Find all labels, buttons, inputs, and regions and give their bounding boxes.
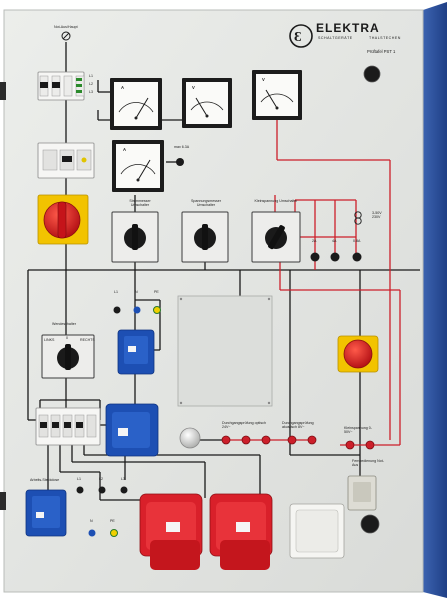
bottom-l3-label: L3: [121, 477, 125, 481]
emergency-stop-button[interactable]: [337, 335, 379, 373]
brand-name: ELEKTRA: [316, 21, 380, 35]
meter-unit-1: A: [121, 85, 125, 90]
bottom-terminal-n[interactable]: [88, 529, 96, 537]
indicator-lamp: [179, 427, 201, 449]
arbeits-steckdose-label: Arbeits-Steckdose: [30, 478, 60, 482]
model-label: Prüftafel PST 1: [367, 49, 396, 54]
meter-unit-2: V: [192, 85, 195, 90]
test-sockets-red[interactable]: [221, 435, 375, 450]
schuko-socket[interactable]: [289, 503, 345, 559]
spannungsmesser-switch[interactable]: [181, 211, 229, 263]
mcb-block-top[interactable]: [37, 71, 85, 101]
main-switch[interactable]: [37, 194, 89, 245]
amp-label-4a: 4A: [332, 239, 337, 243]
bottom-terminal-l2[interactable]: [98, 486, 106, 494]
hinge-bottom: [0, 492, 6, 510]
mcb-block-bottom[interactable]: [35, 407, 101, 446]
terminal-pe-label: PE: [154, 290, 159, 294]
durchgang-optisch-label: Durchgangsprüfung optisch 24V~: [222, 421, 266, 429]
rcd-device[interactable]: [37, 142, 95, 179]
amp-label-2a: 2A: [312, 239, 317, 243]
fuse-2a[interactable]: [310, 252, 320, 262]
fuse-knob-top[interactable]: [363, 65, 381, 83]
kleinspannung-switch[interactable]: [251, 211, 301, 263]
terminal-n-label: N: [135, 290, 138, 294]
wende-rechts-label: RECHTS: [80, 338, 95, 342]
strommesser-label: Strommesser Umschalter: [129, 199, 151, 207]
phase-l1-label: L1: [89, 74, 93, 78]
wendeschalter-switch[interactable]: [41, 334, 95, 379]
main-isolator-symbol-icon: [61, 31, 71, 41]
amp-label-08a: 0.8A: [353, 239, 361, 243]
brand-tagline: SCHALTGERÄTE: [318, 36, 353, 40]
svg-text:Ɛ: Ɛ: [294, 30, 301, 45]
wende-links-label: LINKS: [44, 338, 55, 342]
terminal-l1-label: L1: [114, 290, 118, 294]
bottom-terminal-l3[interactable]: [120, 486, 128, 494]
bottom-n-label: N: [90, 519, 93, 523]
bottom-l2-label: L2: [99, 477, 103, 481]
black-wiring: [27, 42, 420, 501]
cee-socket-blue-bottom[interactable]: [25, 489, 67, 537]
not-aus-label: Not-Aus/Haupt: [54, 25, 78, 29]
max-current-label: max 6.3A: [174, 145, 190, 149]
durchgang-akustisch-label: Durchgangsprüfung akustisch 8V~: [282, 421, 314, 429]
bottom-l1-label: L1: [77, 477, 81, 481]
strommesser-switch[interactable]: [111, 211, 159, 263]
voltage-range-label: 3-50V 230V: [372, 211, 382, 219]
cee-socket-red-2[interactable]: [209, 493, 273, 570]
brand-location: THALSTECHEN: [369, 36, 401, 40]
cee-socket-blue-mid[interactable]: [117, 329, 155, 375]
phase-l3-label: L3: [89, 90, 93, 94]
bottom-terminal-l1[interactable]: [76, 486, 84, 494]
meter-unit-3: V: [262, 77, 265, 82]
cee-socket-red-1[interactable]: [139, 493, 203, 570]
bottom-terminal-pe[interactable]: [110, 529, 118, 537]
kleinspannung-out-label: Kleinspannung 0-50V~: [344, 426, 372, 434]
hinge-top: [0, 82, 6, 100]
voltmeter-top-2: [252, 70, 302, 120]
fuse-08a[interactable]: [352, 252, 362, 262]
wende-zero-label: 0: [66, 336, 68, 340]
kleinspannung-umschalter-label: Kleinspannung Umschalter: [254, 199, 298, 203]
fuse-knob-bottom[interactable]: [360, 514, 380, 534]
fuse-terminal[interactable]: [176, 158, 184, 166]
phase-l2-label: L2: [89, 82, 93, 86]
fuse-4a[interactable]: [330, 252, 340, 262]
transformer-icon: [354, 211, 362, 225]
terminal-pe[interactable]: [153, 306, 161, 314]
terminal-l1[interactable]: [113, 306, 121, 314]
blank-cover-plate: [177, 295, 273, 407]
brand-logo: Ɛ: [289, 24, 313, 48]
ammeter-top: [110, 78, 162, 130]
voltmeter-top-1: [182, 78, 232, 128]
fernbedienung-label: Fernbedienung Not-Aus: [352, 459, 384, 467]
wendeschalter-label: Wendeschalter: [52, 322, 76, 326]
remote-emergency-connector[interactable]: [347, 475, 377, 511]
bottom-pe-label: PE: [110, 519, 115, 523]
cee-socket-blue-large[interactable]: [105, 403, 159, 457]
terminal-n[interactable]: [133, 306, 141, 314]
meter-unit-4: A: [123, 147, 127, 152]
ammeter-mid: [112, 140, 164, 192]
spannungsmesser-label: Spannungsmesser Umschalter: [191, 199, 221, 207]
cabinet-side: [423, 2, 447, 598]
